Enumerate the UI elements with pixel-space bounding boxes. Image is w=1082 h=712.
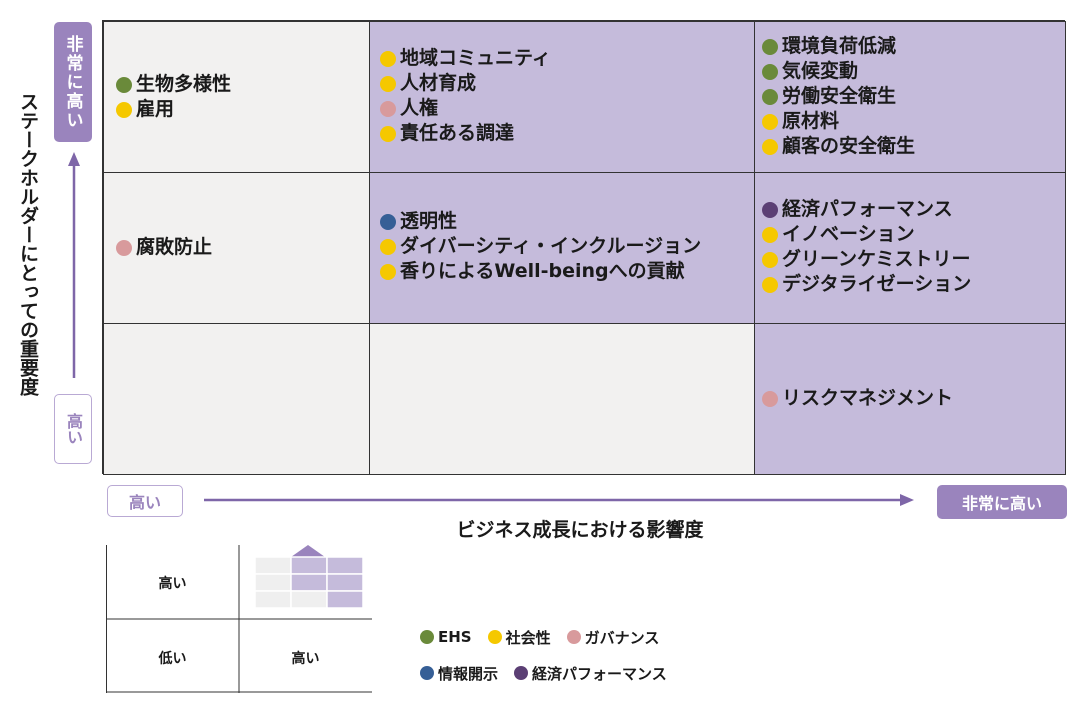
cell-bottom-right: リスクマネジメント [754,323,1066,475]
matrix-item-label: デジタライゼーション [782,273,972,295]
disclosure-dot-icon [380,213,396,230]
matrix-item: 人材育成 [380,71,551,96]
thumbnail-table: 高い 低い 高い [106,545,372,693]
matrix-item: 労働安全衛生 [762,84,915,109]
matrix-item-label: 責任ある調達 [400,122,515,144]
matrix-item-label: 人材育成 [400,72,477,94]
legend-label: 経済パフォーマンス [532,664,667,683]
matrix-item-label: イノベーション [782,223,915,245]
matrix-item-label: 香りによるWell-beingへの貢献 [400,260,685,282]
matrix-item-label: リスクマネジメント [782,387,954,409]
matrix-item: 腐敗防止 [116,235,212,260]
matrix-item-label: 地域コミュニティ [400,47,551,69]
x-axis-high-badge: 非常に高い [937,485,1067,519]
matrix-item: 香りによるWell-beingへの貢献 [380,259,701,284]
governance-dot-icon [116,239,132,256]
ehs-dot-icon [762,38,778,55]
matrix-item-label: ダイバーシティ・インクルージョン [400,235,702,257]
matrix-item-label: 透明性 [400,210,458,232]
y-axis-high-badge: 非常に高い [54,22,92,142]
matrix-item: 地域コミュニティ [380,46,551,71]
matrix-item: デジタライゼーション [762,272,971,297]
governance-dot-icon [566,630,581,644]
matrix-item: 責任ある調達 [380,121,551,146]
cell-mid-mid: 透明性ダイバーシティ・インクルージョン香りによるWell-beingへの貢献 [369,172,755,324]
cell-top-left: 生物多様性雇用 [103,21,370,173]
cell-bottom-left [103,323,370,475]
ehs-dot-icon [420,630,434,644]
matrix-item: グリーンケミストリー [762,247,971,272]
matrix-item-label: 雇用 [136,98,175,120]
matrix-item-label: 気候変動 [782,60,859,82]
legend-item: ガバナンス [566,627,660,648]
matrix-item: イノベーション [762,222,971,247]
x-axis-low-badge: 高い [107,485,183,517]
matrix-item: ダイバーシティ・インクルージョン [380,234,701,259]
matrix-item-label: グリーンケミストリー [782,248,971,270]
y-axis-low-badge: 高い [54,394,92,464]
matrix-item-label: 顧客の安全衛生 [782,135,916,157]
social-dot-icon [380,75,396,92]
legend-label: 情報開示 [438,664,499,683]
ehs-dot-icon [762,63,778,80]
legend-label: 社会性 [505,628,551,647]
ehs-dot-icon [762,88,778,105]
governance-dot-icon [380,100,396,117]
social-dot-icon [487,630,502,644]
social-dot-icon [762,251,778,268]
social-dot-icon [380,263,396,280]
cell-mid-left: 腐敗防止 [103,172,370,324]
matrix-item-label: 環境負荷低減 [782,35,897,57]
matrix-item: 透明性 [380,209,701,234]
legend-item: 経済パフォーマンス [514,663,667,684]
cell-top-mid: 地域コミュニティ人材育成人権責任ある調達 [369,21,755,173]
social-dot-icon [762,276,778,293]
economic-dot-icon [762,201,778,218]
matrix-item: 雇用 [116,97,231,122]
legend-item: EHS [420,628,472,646]
legend-label: EHS [438,628,472,646]
disclosure-dot-icon [420,666,434,680]
matrix-item: 顧客の安全衛生 [762,134,915,159]
legend: EHS 社会性 ガバナンス 情報開示 経済パフォーマンス [420,625,720,697]
ehs-dot-icon [116,76,132,93]
thumbnail-row-low: 低い [158,651,187,667]
matrix-item-label: 腐敗防止 [136,236,213,258]
legend-item: 情報開示 [420,663,498,684]
matrix-item: 生物多様性 [116,72,231,97]
thumbnail-row-high: 高い [158,576,187,592]
social-dot-icon [380,125,396,142]
legend-label: ガバナンス [584,628,660,647]
thumbnail-col-high: 高い [291,651,320,667]
mini-matrix-icon [254,545,364,609]
social-dot-icon [380,50,396,67]
matrix-item: 原材料 [762,109,915,134]
matrix-item: 気候変動 [762,59,915,84]
x-axis-arrow [204,494,914,506]
legend-item: 社会性 [487,627,551,648]
cell-bottom-mid [369,323,755,475]
matrix-item: 人権 [380,96,551,121]
social-dot-icon [762,113,778,130]
matrix-item-label: 人権 [400,97,439,119]
y-axis-title: ステークホルダーにとっての重要度 [17,92,39,396]
matrix-item: 経済パフォーマンス [762,197,971,222]
y-axis-arrow [68,152,80,378]
matrix-item-label: 生物多様性 [136,73,232,95]
economic-dot-icon [514,666,529,680]
x-axis-title: ビジネス成長における影響度 [456,519,704,541]
social-dot-icon [762,138,778,155]
matrix-item-label: 原材料 [782,110,840,132]
materiality-matrix: 生物多様性雇用 地域コミュニティ人材育成人権責任ある調達 環境負荷低減気候変動労… [102,20,1066,475]
social-dot-icon [380,238,396,255]
matrix-item-label: 経済パフォーマンス [782,198,953,220]
governance-dot-icon [762,390,778,407]
social-dot-icon [762,226,778,243]
cell-mid-right: 経済パフォーマンスイノベーショングリーンケミストリーデジタライゼーション [754,172,1066,324]
matrix-item-label: 労働安全衛生 [782,85,897,107]
social-dot-icon [116,101,132,118]
matrix-item: リスクマネジメント [762,386,953,411]
matrix-item: 環境負荷低減 [762,34,915,59]
cell-top-right: 環境負荷低減気候変動労働安全衛生原材料顧客の安全衛生 [754,21,1066,173]
